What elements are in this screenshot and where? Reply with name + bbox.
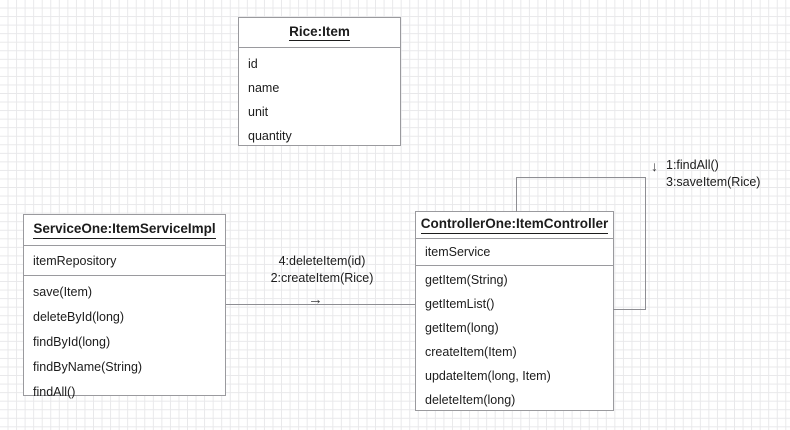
connector-self-loop-top (516, 177, 646, 178)
uml-box-rice-item[interactable]: Rice:Item id name unit quantity (238, 17, 401, 146)
uml-operation-row: findByName(String) (33, 359, 143, 374)
message-label-controller-self-loop: 1:findAll() 3:saveItem(Rice) (666, 157, 760, 191)
uml-attribute-row: name (248, 81, 280, 95)
uml-attribute-row: id (248, 57, 258, 71)
uml-operation-row: createItem(Item) (425, 345, 517, 359)
arrow-right-icon: → (308, 291, 323, 308)
message-line-1: 4:deleteItem(id) (278, 254, 366, 268)
uml-box-rice-item-title-text: Rice:Item (289, 24, 350, 42)
uml-attribute-row: quantity (248, 129, 292, 143)
uml-box-service-one-operations: save(Item) deleteById(long) findById(lon… (24, 276, 225, 407)
uml-operation-row: save(Item) (33, 284, 93, 299)
message-label-service-to-controller: 4:deleteItem(id) 2:createItem(Rice) (262, 253, 382, 287)
uml-operation-row: getItem(String) (425, 273, 508, 287)
uml-operation-row: deleteById(long) (33, 309, 125, 324)
uml-attribute-row: itemService (425, 245, 491, 259)
uml-operation-row: updateItem(long, Item) (425, 369, 551, 383)
uml-box-controller-one-attributes: itemService (416, 239, 613, 266)
uml-box-service-one-title-text: ServiceOne:ItemServiceImpl (33, 221, 216, 239)
uml-box-service-one-attributes: itemRepository (24, 246, 225, 276)
uml-box-controller-one-title: ControllerOne:ItemController (416, 212, 613, 239)
uml-operation-row: getItemList() (425, 297, 495, 311)
uml-operation-row: getItem(long) (425, 321, 499, 335)
uml-box-service-one[interactable]: ServiceOne:ItemServiceImpl itemRepositor… (23, 214, 226, 399)
connector-self-loop-up (516, 177, 517, 212)
uml-box-controller-one-operations: getItem(String) getItemList() getItem(lo… (416, 266, 613, 414)
message-line-1: 1:findAll() (666, 158, 719, 172)
uml-operation-row: findAll() (33, 384, 76, 399)
uml-box-service-one-title: ServiceOne:ItemServiceImpl (24, 215, 225, 246)
uml-attribute-row: itemRepository (33, 253, 117, 268)
arrow-down-icon: ↓ (651, 158, 658, 174)
connector-self-loop-right (645, 177, 646, 310)
uml-operation-row: findById(long) (33, 334, 111, 349)
connector-self-loop-bottom (613, 309, 646, 310)
connector-service-to-controller (226, 304, 415, 305)
uml-box-controller-one[interactable]: ControllerOne:ItemController itemService… (415, 211, 614, 411)
uml-box-rice-item-title: Rice:Item (239, 18, 400, 48)
message-line-2: 3:saveItem(Rice) (666, 175, 761, 189)
uml-attribute-row: unit (248, 105, 269, 119)
message-line-2: 2:createItem(Rice) (270, 271, 374, 285)
uml-box-controller-one-title-text: ControllerOne:ItemController (420, 216, 609, 234)
uml-box-rice-item-attributes: id name unit quantity (239, 48, 400, 152)
uml-operation-row: deleteItem(long) (425, 393, 516, 407)
